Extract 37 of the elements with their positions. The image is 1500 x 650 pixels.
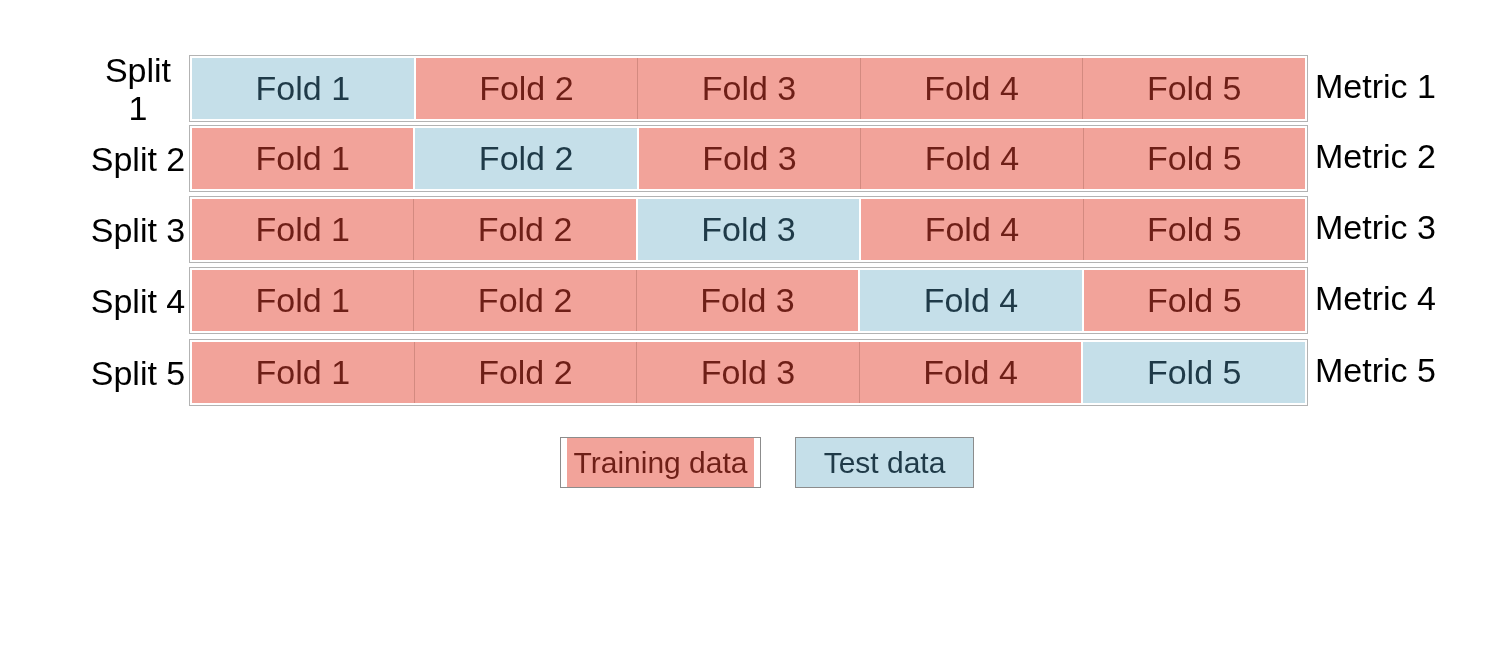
- training-fold: Fold 2: [415, 58, 638, 119]
- training-fold: Fold 4: [858, 342, 1082, 403]
- training-fold: Fold 3: [636, 342, 859, 403]
- training-fold: Fold 1: [192, 199, 414, 260]
- training-fold: Fold 2: [413, 342, 637, 403]
- split-label: Split 2: [89, 139, 187, 178]
- metric-label: Metric 3: [1315, 207, 1436, 246]
- metric-label: Metric 2: [1315, 136, 1436, 175]
- test-fold: Fold 1: [192, 58, 414, 119]
- training-fold: Fold 4: [860, 128, 1083, 189]
- training-fold: Fold 1: [192, 270, 414, 331]
- training-fold: Fold 4: [859, 58, 1083, 119]
- split-label: Split 3: [89, 210, 187, 249]
- training-fold: Fold 1: [192, 128, 414, 189]
- training-fold: Fold 3: [637, 58, 860, 119]
- training-fold: Fold 1: [192, 342, 414, 403]
- training-fold: Fold 2: [413, 199, 636, 260]
- metric-label: Metric 5: [1315, 350, 1436, 389]
- training-fold: Fold 5: [1083, 270, 1306, 331]
- legend-label: Training data: [573, 445, 748, 480]
- test-fold: Fold 5: [1083, 342, 1305, 403]
- test-fold: Fold 4: [860, 270, 1082, 331]
- training-fold: Fold 5: [1082, 58, 1305, 119]
- split-label: Split 1: [103, 50, 173, 127]
- training-fold: Fold 4: [861, 199, 1083, 260]
- metric-label: Metric 1: [1315, 66, 1436, 105]
- test-fold: Fold 3: [637, 199, 860, 260]
- training-fold: Fold 5: [1082, 199, 1306, 260]
- training-fold: Fold 3: [638, 128, 861, 189]
- training-fold: Fold 5: [1082, 128, 1306, 189]
- legend-label: Test data: [823, 445, 946, 480]
- test-fold: Fold 2: [415, 128, 637, 189]
- training-fold: Fold 2: [413, 270, 636, 331]
- metric-label: Metric 4: [1315, 278, 1436, 317]
- training-fold: Fold 3: [635, 270, 859, 331]
- split-label: Split 4: [89, 281, 187, 320]
- split-label: Split 5: [89, 353, 187, 392]
